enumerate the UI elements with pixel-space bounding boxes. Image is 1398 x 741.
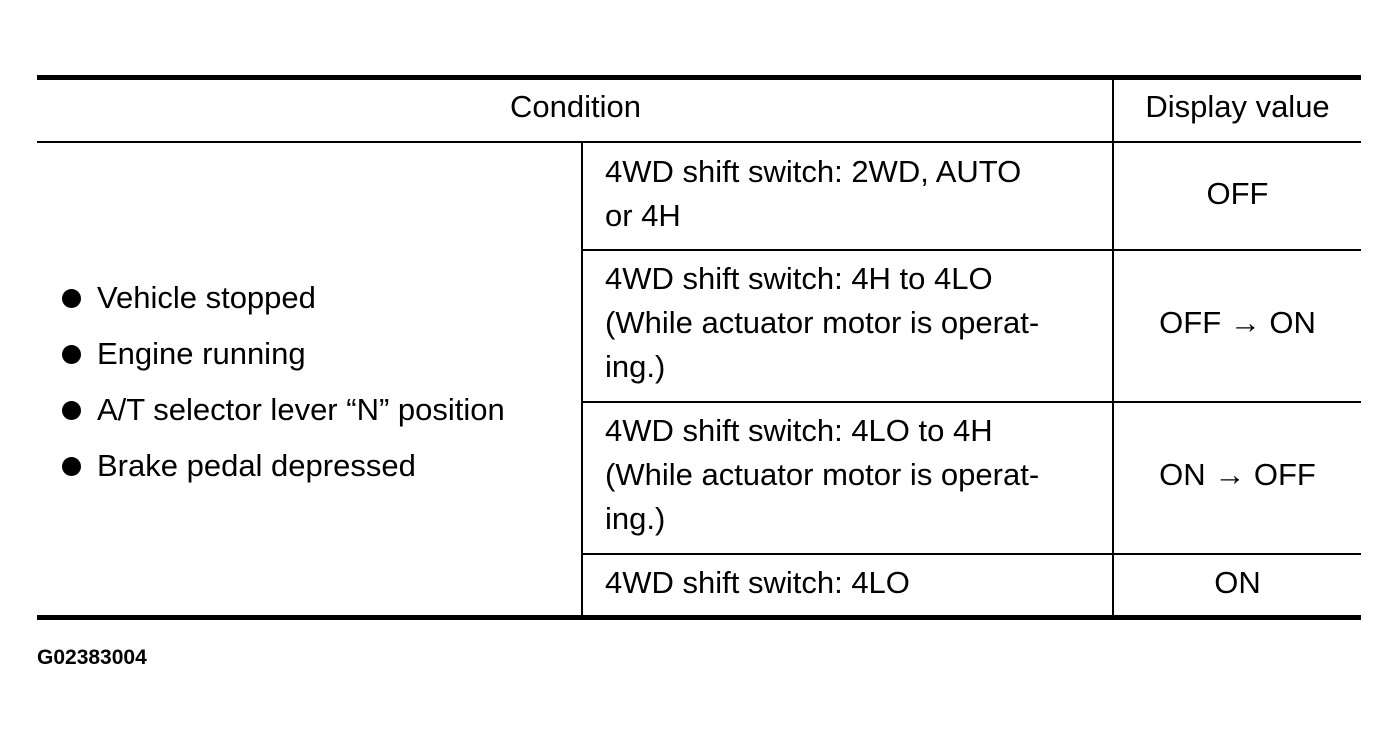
condition-vehicle-stopped: Vehicle stopped xyxy=(97,280,316,315)
row-1-condition-line-2: or 4H xyxy=(605,198,681,233)
row-2-condition-line-3: ing.) xyxy=(605,349,666,384)
row-3-condition-line-3: ing.) xyxy=(605,501,666,536)
bullet-icon xyxy=(62,345,81,364)
list-item: Vehicle stopped xyxy=(60,270,505,326)
bullet-icon xyxy=(62,401,81,420)
row-divider-2 xyxy=(581,401,1361,403)
header-display-value: Display value xyxy=(1145,89,1330,124)
row-4-condition-line-1: 4WD shift switch: 4LO xyxy=(605,565,910,600)
row-3-display: ON → OFF xyxy=(1159,457,1316,492)
display-column-divider xyxy=(1112,80,1114,615)
list-item: Engine running xyxy=(60,326,505,382)
row-2-display: OFF → ON xyxy=(1159,305,1316,340)
row-3-condition-line-2: (While actuator motor is operat- xyxy=(605,457,1040,492)
row-1-condition: 4WD shift switch: 2WD, AUTO or 4H xyxy=(605,150,1021,238)
common-conditions-list: Vehicle stopped Engine running A/T selec… xyxy=(60,270,505,494)
figure-id: G02383004 xyxy=(37,646,147,669)
row-divider-1 xyxy=(581,249,1361,251)
condition-column-divider xyxy=(581,143,583,615)
table-bottom-rule xyxy=(37,615,1361,620)
row-2-condition: 4WD shift switch: 4H to 4LO (While actua… xyxy=(605,257,1039,389)
bullet-icon xyxy=(62,289,81,308)
condition-selector-lever: A/T selector lever “N” position xyxy=(97,392,505,427)
row-1-condition-line-1: 4WD shift switch: 2WD, AUTO xyxy=(605,154,1022,189)
table-top-rule xyxy=(37,75,1361,80)
row-1-display: OFF xyxy=(1206,176,1269,211)
header-divider xyxy=(37,141,1361,143)
row-3-condition-line-1: 4WD shift switch: 4LO to 4H xyxy=(605,413,993,448)
list-item: A/T selector lever “N” position xyxy=(60,382,505,438)
row-4-condition: 4WD shift switch: 4LO xyxy=(605,561,910,605)
row-3-condition: 4WD shift switch: 4LO to 4H (While actua… xyxy=(605,409,1039,541)
condition-engine-running: Engine running xyxy=(97,336,306,371)
row-2-condition-line-1: 4WD shift switch: 4H to 4LO xyxy=(605,261,993,296)
list-item: Brake pedal depressed xyxy=(60,438,505,494)
row-2-condition-line-2: (While actuator motor is operat- xyxy=(605,305,1040,340)
header-condition: Condition xyxy=(510,89,641,124)
row-4-display: ON xyxy=(1214,565,1261,600)
bullet-icon xyxy=(62,457,81,476)
row-divider-3 xyxy=(581,553,1361,555)
condition-brake-pedal: Brake pedal depressed xyxy=(97,448,416,483)
